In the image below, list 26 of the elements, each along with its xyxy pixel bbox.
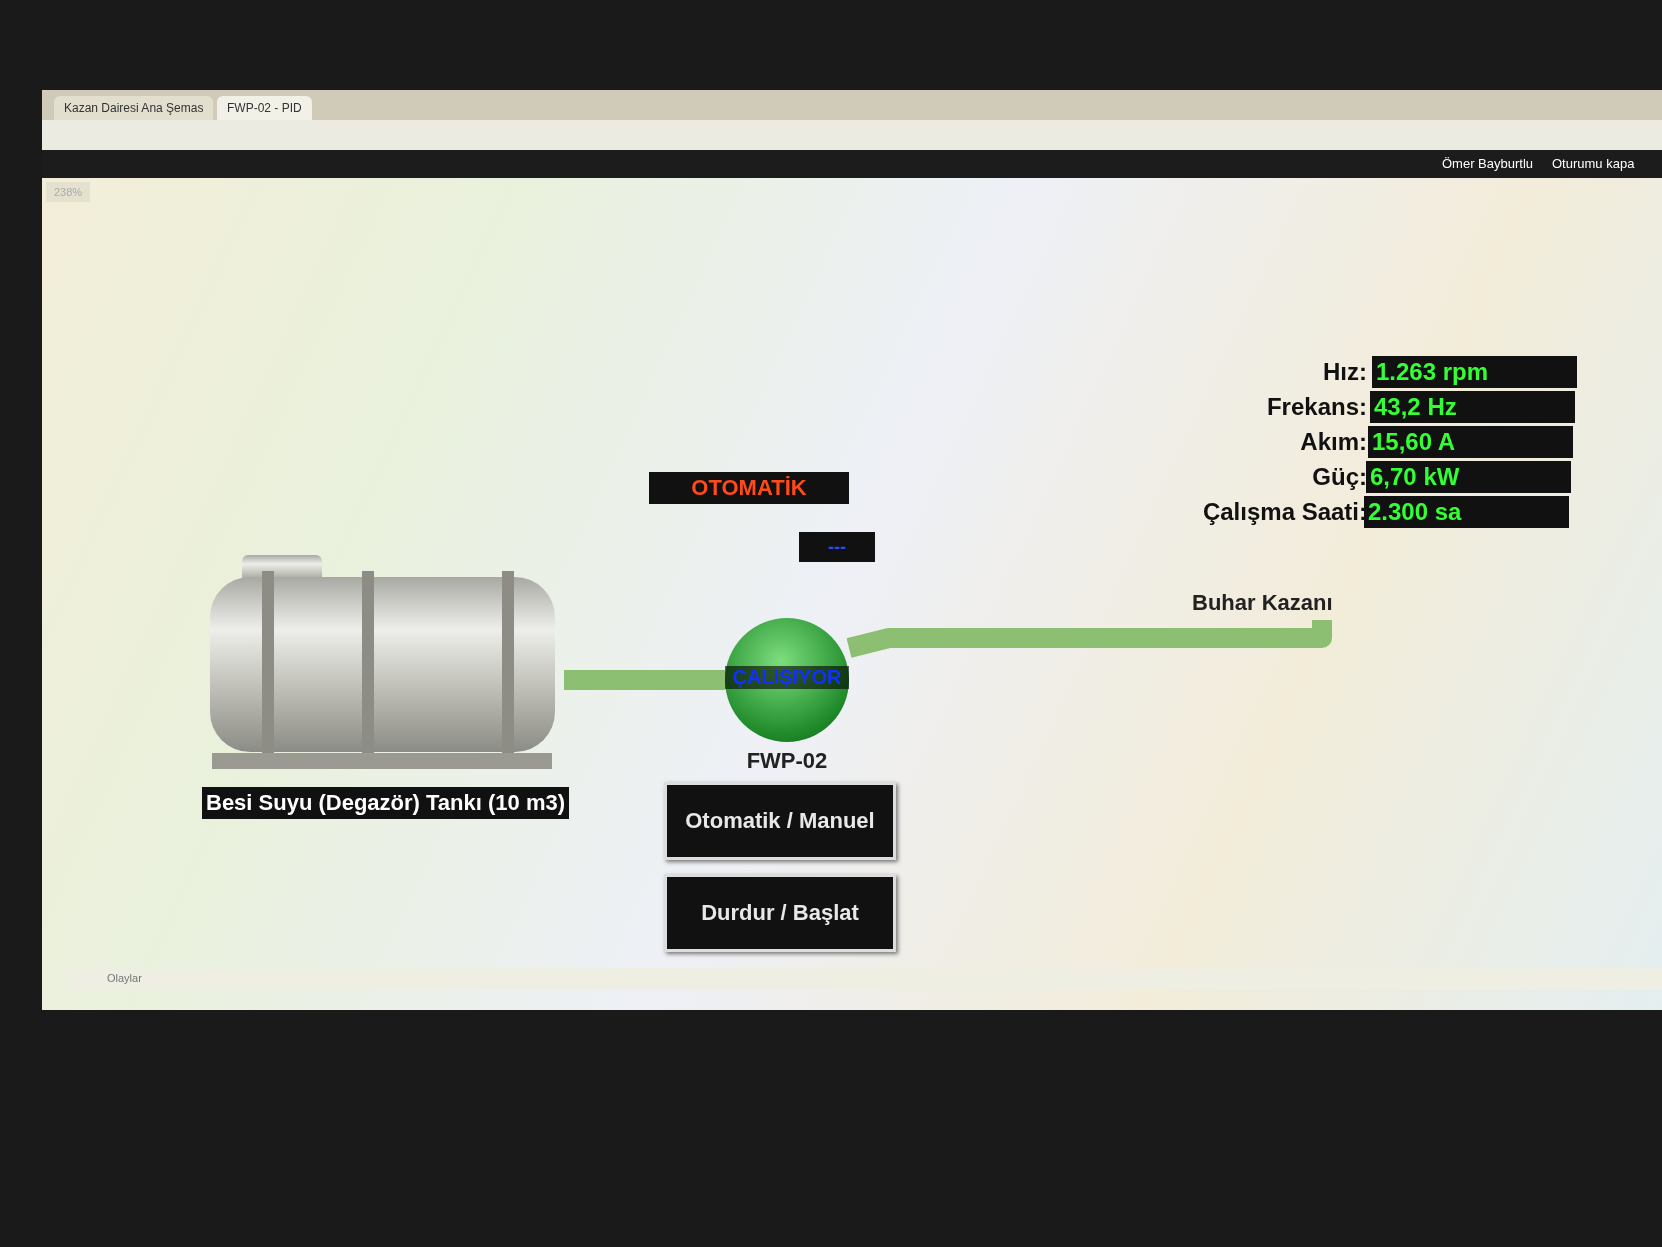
events-label: Olaylar [107, 972, 142, 984]
logout-link: Oturumu kapa [1552, 156, 1635, 171]
reading-label: Hız: [1322, 358, 1367, 386]
reading-label: Frekans: [1265, 393, 1367, 421]
tank-label: Besi Suyu (Degazör) Tankı (10 m3) [202, 787, 569, 819]
reading-label: Güç: [1311, 463, 1367, 491]
browser-tab: FWP-02 - PID [217, 96, 312, 120]
user-name: Ömer Bayburtlu [1442, 156, 1534, 171]
mode-toggle-button: Otomatik / Manuel [664, 782, 896, 860]
start-stop-button: Durdur / Başlat [664, 874, 896, 952]
reading-value: 15,60 A [1368, 426, 1573, 458]
pump-status-text: ÇALIŞIYOR [725, 666, 849, 689]
zoom-level: 238% [46, 182, 91, 202]
value-display: --- [799, 532, 875, 562]
mode-indicator: OTOMATİK [649, 472, 849, 504]
pipe [846, 620, 1332, 658]
reading-value: 43,2 Hz [1370, 391, 1575, 423]
destination-label: Buhar Kazanı [1192, 590, 1334, 616]
reading-value: 1.263 rpm [1372, 356, 1577, 388]
reading-value: 2.300 sa [1364, 496, 1569, 528]
reading-label: Çalışma Saati: [1201, 498, 1367, 526]
pump-tag: FWP-02 [730, 748, 844, 774]
reading-label: Akım: [1299, 428, 1367, 456]
pipe [564, 670, 725, 690]
reading-value: 6,70 kW [1366, 461, 1571, 493]
browser-tab: Kazan Dairesi Ana Şemas [54, 96, 214, 120]
